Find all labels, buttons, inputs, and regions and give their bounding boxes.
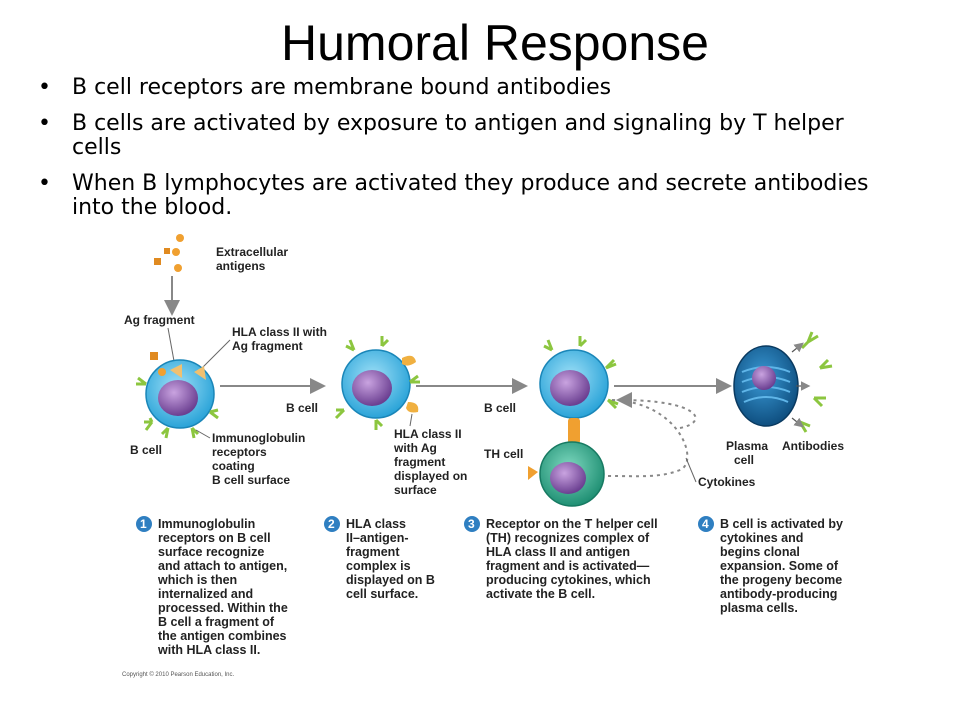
label-th-cell: TH cell <box>484 447 523 461</box>
label-plasma-1: Plasma <box>726 439 768 453</box>
bullet-item: • When B lymphocytes are activated they … <box>38 172 938 220</box>
bullet-item: • B cell receptors are membrane bound an… <box>38 76 938 100</box>
label-plasma-2: cell <box>734 453 754 467</box>
step-4-line: the progeny become <box>720 573 842 587</box>
step-3-line: Receptor on the T helper cell <box>486 517 658 531</box>
b-cell-1 <box>145 352 215 429</box>
label-immuno-1: Immunoglobulin <box>212 431 305 445</box>
label-immuno-3: coating <box>212 459 255 473</box>
step-1-line: B cell a fragment of <box>158 615 275 629</box>
label-extracellular-2: antigens <box>216 259 266 273</box>
label-hla-ag-2: Ag fragment <box>232 339 303 353</box>
label-extracellular-1: Extracellular <box>216 245 288 259</box>
label-hla-disp-3: fragment <box>394 455 445 469</box>
step-2-line: II–antigen- <box>346 531 409 545</box>
leader-immuno <box>195 429 211 439</box>
step-1-line: Immunoglobulin <box>158 517 255 531</box>
step-number: 3 <box>468 517 475 531</box>
cytokine-loop <box>607 399 689 478</box>
step-3-line: activate the B cell. <box>486 587 595 601</box>
bullet-text-cont: cells <box>72 135 122 160</box>
label-cytokines: Cytokines <box>698 475 756 489</box>
step-badge <box>136 516 152 532</box>
step-4-line: expansion. Some of <box>720 559 839 573</box>
step-1-line: surface recognize <box>158 545 264 559</box>
cytokine-arrow <box>616 392 697 429</box>
step-1-line: internalized and <box>158 587 253 601</box>
b-cell-3 <box>539 349 609 419</box>
step-4-line: cytokines and <box>720 531 803 545</box>
label-hla-disp-4: displayed on <box>394 469 467 483</box>
label-immuno-4: B cell surface <box>212 473 290 487</box>
b-cell-3-receptors <box>543 336 619 410</box>
step-2-line: complex is <box>346 559 411 573</box>
step-1: 1 Immunoglobulin receptors on B cell sur… <box>136 516 288 657</box>
step-2-line: displayed on B <box>346 573 435 587</box>
step-3-line: (TH) recognizes complex of <box>486 531 650 545</box>
bullet-marker: • <box>38 75 51 100</box>
th-binding <box>568 418 580 444</box>
step-1-line: which is then <box>157 573 237 587</box>
b-cell-2 <box>341 349 419 419</box>
step-1-line: receptors on B cell <box>158 531 271 545</box>
step-4-line: begins clonal <box>720 545 800 559</box>
extracellular-antigens <box>154 234 184 272</box>
step-1-line: and attach to antigen, <box>158 559 287 573</box>
bullet-text: B cells are activated by exposure to ant… <box>72 111 844 136</box>
step-3-line: fragment and is activated— <box>486 559 650 573</box>
step-number: 1 <box>140 517 147 531</box>
step-badge <box>464 516 480 532</box>
step-2-line: fragment <box>346 545 400 559</box>
label-b-cell-1: B cell <box>130 443 162 457</box>
step-badge <box>324 516 340 532</box>
step-4-line: antibody-producing <box>720 587 837 601</box>
step-3: 3 Receptor on the T helper cell (TH) rec… <box>464 516 658 601</box>
step-1-line: with HLA class II. <box>157 643 260 657</box>
label-hla-disp-1: HLA class II <box>394 427 462 441</box>
bullet-text-cont: into the blood. <box>72 195 233 220</box>
step-badge <box>698 516 714 532</box>
leader-hla-disp <box>409 413 413 427</box>
step-4-line: plasma cells. <box>720 601 798 615</box>
label-hla-disp-2: with Ag <box>393 441 437 455</box>
step-2: 2 HLA class II–antigen- fragment complex… <box>324 516 435 601</box>
bullet-item: • B cells are activated by exposure to a… <box>38 112 938 160</box>
label-immuno-2: receptors <box>212 445 267 459</box>
label-b-cell-3: B cell <box>484 401 516 415</box>
bullet-marker: • <box>38 111 51 136</box>
plasma-cell <box>733 345 799 427</box>
step-1-line: processed. Within the <box>158 601 288 615</box>
b-cell-1-receptors <box>136 376 219 439</box>
step-4-line: B cell is activated by <box>720 517 843 531</box>
step-number: 4 <box>702 517 709 531</box>
humoral-response-diagram: Extracellular antigens Ag fragment HLA c… <box>122 234 844 678</box>
label-ag-fragment: Ag fragment <box>124 313 195 327</box>
bullet-list: • B cell receptors are membrane bound an… <box>38 76 938 232</box>
step-2-line: HLA class <box>346 517 406 531</box>
step-2-line: cell surface. <box>346 587 418 601</box>
label-b-cell-2: B cell <box>286 401 318 415</box>
label-hla-ag-1: HLA class II with <box>232 325 327 339</box>
bullet-marker: • <box>38 171 51 196</box>
copyright: Copyright © 2010 Pearson Education, Inc. <box>122 671 234 678</box>
bullet-text: B cell receptors are membrane bound anti… <box>72 75 612 100</box>
step-3-line: producing cytokines, which <box>486 573 651 587</box>
bullet-text: When B lymphocytes are activated they pr… <box>72 171 869 196</box>
step-1-line: the antigen combines <box>158 629 287 643</box>
step-4: 4 B cell is activated by cytokines and b… <box>698 516 843 615</box>
label-hla-disp-5: surface <box>394 483 437 497</box>
slide-title: Humoral Response <box>281 15 709 71</box>
label-antibodies: Antibodies <box>782 439 844 453</box>
step-number: 2 <box>328 517 335 531</box>
th-cell <box>528 441 605 507</box>
b-cell-2-receptors <box>334 336 420 430</box>
secretion-arrows <box>791 342 811 428</box>
leader-cytokines <box>685 457 697 483</box>
step-3-line: HLA class II and antigen <box>486 545 630 559</box>
antibodies <box>798 331 833 433</box>
